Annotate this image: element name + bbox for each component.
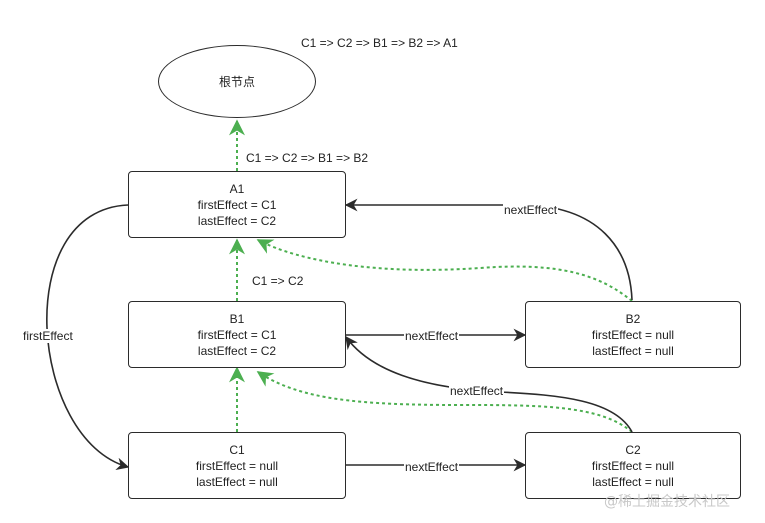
first-effect-label: firstEffect bbox=[22, 329, 74, 343]
node-b1: B1 firstEffect = C1 lastEffect = C2 bbox=[128, 301, 346, 368]
node-b2-title: B2 bbox=[625, 311, 641, 326]
node-a1: A1 firstEffect = C1 lastEffect = C2 bbox=[128, 171, 346, 238]
c1-next-effect-label: nextEffect bbox=[404, 460, 460, 474]
a1-effect-chain-label: C1 => C2 => B1 => B2 bbox=[245, 151, 370, 165]
node-b2-last-effect: lastEffect = null bbox=[592, 343, 674, 358]
root-node: 根节点 bbox=[158, 45, 316, 118]
edge-b2-to-a1-dotted bbox=[256, 239, 633, 302]
node-b1-first-effect: firstEffect = C1 bbox=[197, 327, 277, 342]
watermark: @稀土掘金技术社区 bbox=[604, 494, 730, 510]
node-c2: C2 firstEffect = null lastEffect = null bbox=[525, 432, 741, 499]
root-node-label: 根节点 bbox=[218, 75, 255, 89]
node-c1-first-effect: firstEffect = null bbox=[195, 458, 279, 473]
edge-first-effect-curve bbox=[46, 204, 130, 471]
node-a1-last-effect: lastEffect = C2 bbox=[197, 213, 277, 228]
node-b2: B2 firstEffect = null lastEffect = null bbox=[525, 301, 741, 368]
node-c2-title: C2 bbox=[625, 442, 641, 457]
node-c1: C1 firstEffect = null lastEffect = null bbox=[128, 432, 346, 499]
node-c1-title: C1 bbox=[229, 442, 245, 457]
edge-c2-to-b1-dotted bbox=[256, 371, 633, 433]
node-b1-last-effect: lastEffect = C2 bbox=[197, 343, 277, 358]
b2-next-effect-label: nextEffect bbox=[503, 203, 559, 217]
edge-b2-to-a1 bbox=[344, 198, 633, 301]
node-a1-title: A1 bbox=[229, 181, 245, 196]
node-c2-last-effect: lastEffect = null bbox=[592, 474, 674, 489]
node-b1-title: B1 bbox=[229, 311, 245, 326]
effect-list-label: C1 => C2 => B1 => B2 => A1 bbox=[301, 36, 458, 50]
node-c1-last-effect: lastEffect = null bbox=[196, 474, 278, 489]
b1-next-effect-label: nextEffect bbox=[404, 329, 460, 343]
node-b2-first-effect: firstEffect = null bbox=[591, 327, 675, 342]
b1-effect-chain-label: C1 => C2 bbox=[251, 274, 305, 288]
node-c2-first-effect: firstEffect = null bbox=[591, 458, 675, 473]
node-a1-first-effect: firstEffect = C1 bbox=[197, 197, 277, 212]
c2-next-effect-label: nextEffect bbox=[449, 384, 505, 398]
